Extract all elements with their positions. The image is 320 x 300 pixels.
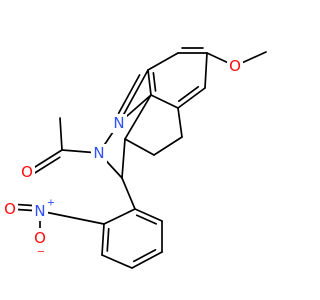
bond-a3-c4 — [177, 107, 183, 138]
bond-p1-p2-second-line — [135, 214, 158, 225]
bond-p4-p5 — [101, 254, 133, 269]
nitro-oxygen-double-atom: O — [2, 200, 18, 219]
bond-c3-c5a — [121, 138, 126, 179]
pyrazoline-n2-label: N — [93, 144, 104, 162]
nitro-oxygen-minus-charge: − — [37, 247, 45, 258]
bond-a2-a3 — [177, 87, 206, 109]
bond-p5-p6-second-line — [106, 227, 110, 252]
pyrazoline-n1-label: N — [113, 114, 124, 132]
bond-c5a-a4 — [124, 94, 152, 140]
bond-a5-a6 — [147, 52, 179, 71]
bond-a1-a2 — [204, 52, 208, 89]
nitro-nitrogen-label: N — [34, 202, 45, 220]
bond-p5-p6 — [101, 223, 105, 256]
bond-p3-p4-second-line — [132, 248, 157, 263]
molecule-structure-diagram: O O N N N + O O − — [2, 47, 267, 269]
nitro-nitrogen-atom: N + — [32, 198, 55, 221]
nitro-nitrogen-charge: + — [47, 198, 55, 209]
acetyl-oxygen-atom: O — [19, 163, 35, 182]
bond-p1-p2 — [134, 208, 163, 222]
bond-p6-p1 — [103, 208, 136, 225]
acetyl-oxygen-label: O — [21, 163, 33, 181]
bond-acC-acMe — [59, 117, 63, 151]
atom-label-layer: O O N N N + O O − — [2, 56, 243, 258]
bond-p3-p4 — [131, 251, 163, 269]
pyrazoline-n1-atom: N — [111, 114, 127, 133]
bond-a4-a5-second-line — [152, 72, 157, 92]
bond-a4-a5 — [147, 69, 152, 96]
nitro-oxygen-minus-atom: O − — [32, 228, 48, 258]
bond-a2-a3-second-line — [177, 85, 200, 103]
methoxy-oxygen-label: O — [229, 57, 241, 75]
nitro-oxygen-minus-label: O — [34, 229, 46, 247]
nitro-oxygen-double-label: O — [4, 200, 16, 218]
bond-c3-p1 — [121, 177, 136, 210]
bond-c4-c5 — [153, 136, 183, 156]
methoxy-oxygen-atom: O — [227, 56, 243, 75]
bond-a3-a4 — [150, 94, 179, 109]
pyrazoline-n2-atom: N — [91, 144, 107, 163]
bond-c5-c5a — [124, 138, 155, 156]
bond-acC-acO-second-line — [33, 156, 61, 175]
bond-a5-n1-second-line — [117, 74, 141, 115]
bond-p6-nN — [39, 210, 105, 225]
bond-layer — [9, 47, 267, 269]
